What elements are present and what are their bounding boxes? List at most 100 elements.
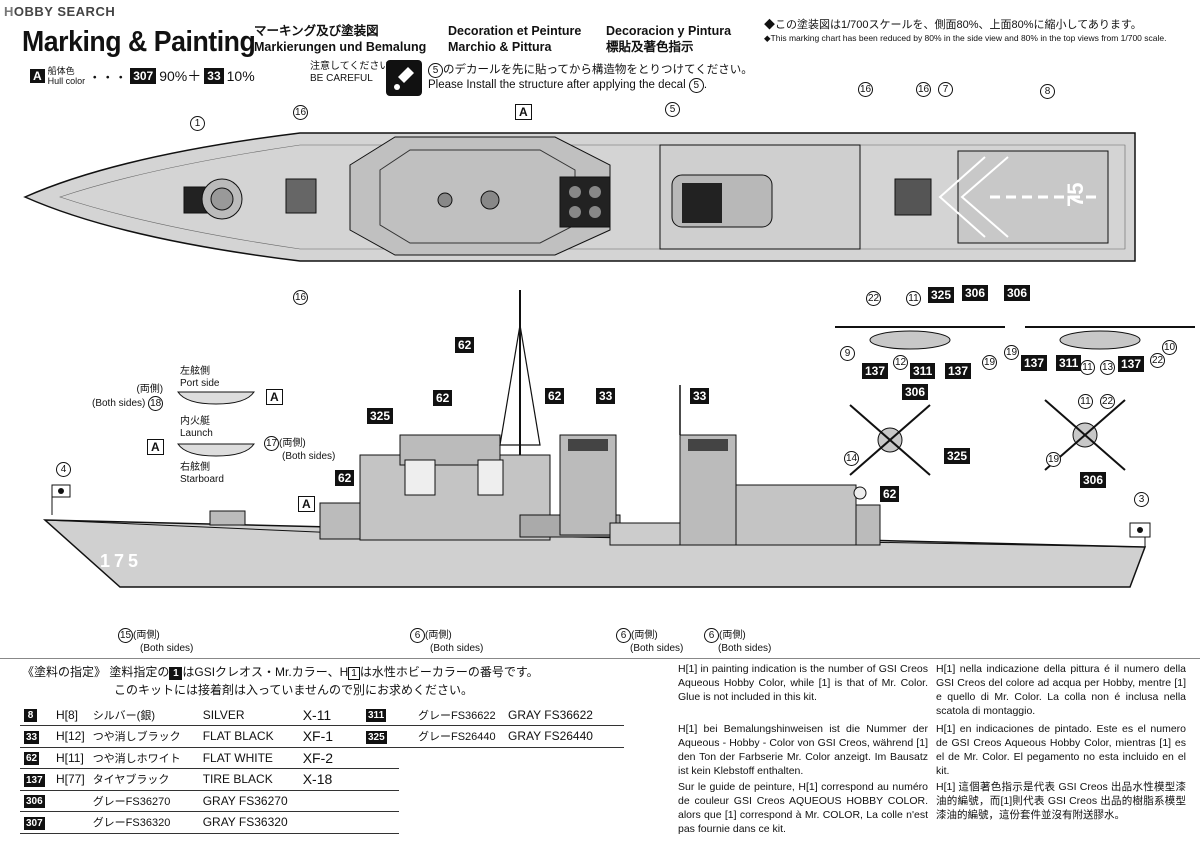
section-divider — [0, 658, 1200, 659]
tamiya-code — [298, 811, 399, 834]
hobby-code: H[8] — [52, 704, 89, 726]
caution-glue-icon — [386, 60, 422, 96]
tamiya-code: X-18 — [298, 768, 399, 791]
heli-callout-13: 13 — [1100, 360, 1115, 375]
heli-callout-11b: 11 — [1080, 360, 1095, 375]
color-code: 8 — [20, 704, 52, 726]
heli-callout-306d: 306 — [1080, 472, 1107, 488]
heli-callout-22a: 22 — [866, 291, 881, 306]
heli-callout-137d: 137 — [1118, 356, 1145, 372]
hobby-code: H[77] — [52, 768, 89, 791]
boat-port-callout: (両側) (Both sides) 18 — [92, 384, 164, 411]
heli-callout-137c: 137 — [1021, 355, 1048, 371]
note-zh: H[1] 這個著色指示是代表 GSI Creos 出品水性模型漆油的編號，而[1… — [936, 781, 1186, 821]
color-name-en: FLAT BLACK — [198, 725, 299, 748]
callout-4: 4 — [56, 462, 71, 477]
callout-16c: 16 — [858, 82, 873, 97]
ship-top-view: 75 — [23, 132, 1136, 262]
color-code: 311 — [362, 704, 394, 726]
ship-side-view: 175 — [42, 290, 1151, 588]
callout-3: 3 — [1134, 492, 1149, 507]
boat-star-icon — [177, 443, 255, 457]
heli-callout-306b: 306 — [1004, 285, 1031, 301]
heli-callout-9: 9 — [840, 346, 855, 361]
tamiya-code: XF-2 — [298, 747, 399, 769]
note-es: H[1] en indicaciones de pintado. Este es… — [936, 723, 1186, 777]
heli-callout-137b: 137 — [945, 363, 972, 379]
heli-callout-325a: 325 — [928, 287, 955, 303]
color-name-jp: つや消しホワイト — [88, 747, 199, 769]
callout-62b: 62 — [433, 390, 453, 406]
callout-16a: 16 — [293, 105, 308, 120]
callout-7: 7 — [938, 82, 953, 97]
hobby-code — [394, 725, 414, 748]
color-name-jp: つや消しブラック — [88, 725, 199, 748]
note-en: H[1] in painting indication is the numbe… — [678, 663, 928, 703]
color-code: 62 — [20, 747, 52, 769]
heli-callout-19c: 19 — [1046, 452, 1061, 467]
callout-16d: 16 — [916, 82, 931, 97]
hobby-code: H[11] — [52, 747, 89, 769]
note-it: H[1] nella indicazione della pittura é i… — [936, 663, 1186, 717]
color-code: 307 — [20, 811, 52, 834]
deck-number: 75 — [1063, 183, 1088, 207]
callout-A-side: A — [298, 496, 315, 512]
callout-8: 8 — [1040, 84, 1055, 99]
color-name-jp: グレーFS36320 — [88, 811, 199, 834]
callout-6a: 6(両側)(Both sides) — [410, 628, 483, 655]
callout-15: 15(両側)(Both sides) — [118, 628, 194, 654]
heli-callout-19a: 19 — [982, 355, 997, 370]
callout-6b: 6(両側)(Both sides) — [616, 628, 683, 655]
color-name-jp: グレーFS26440 — [414, 725, 504, 748]
color-code-badge: 306 — [24, 795, 45, 809]
callout-A-top: A — [515, 104, 532, 120]
hobby-code: H[12] — [52, 725, 89, 748]
callout-62e: 62 — [880, 486, 900, 502]
color-code-badge: 33 — [24, 730, 40, 744]
color-code-badge: 307 — [24, 816, 45, 830]
heli-callout-11a: 11 — [906, 291, 921, 306]
color-name-en: TIRE BLACK — [198, 768, 299, 791]
heli-callout-14: 14 — [844, 451, 859, 466]
heli-callout-306c: 306 — [902, 384, 929, 400]
heli-callout-10: 10 — [1162, 340, 1177, 355]
callout-33b: 33 — [690, 388, 710, 404]
hobby-code — [52, 811, 89, 834]
heli-callout-311b: 311 — [1056, 355, 1082, 371]
color-code: 33 — [20, 725, 52, 748]
color-name-jp: グレーFS36622 — [414, 704, 504, 726]
color-name-en: FLAT WHITE — [198, 747, 299, 769]
color-name-en: SILVER — [198, 704, 299, 726]
color-name-jp: タイヤブラック — [88, 768, 199, 791]
color-name-jp: グレーFS36270 — [88, 790, 199, 812]
heli-callout-137a: 137 — [862, 363, 889, 379]
boat-star-callout: 17(両側) (Both sides) — [264, 436, 336, 462]
heli-callout-325b: 325 — [944, 448, 971, 464]
color-name-en: GRAY FS36320 — [198, 811, 299, 834]
heli-callout-306a: 306 — [962, 285, 989, 301]
hobby-code — [52, 790, 89, 812]
note-de: H[1] bei Bemalungshinweisen ist die Numm… — [678, 723, 928, 777]
color-code-badge: 311 — [366, 709, 387, 722]
color-name-jp: シルバー(銀) — [88, 704, 199, 726]
callout-6c: 6(両側)(Both sides) — [704, 628, 771, 655]
heli-callout-11c: 11 — [1078, 394, 1093, 409]
heli-callout-12: 12 — [893, 355, 908, 370]
